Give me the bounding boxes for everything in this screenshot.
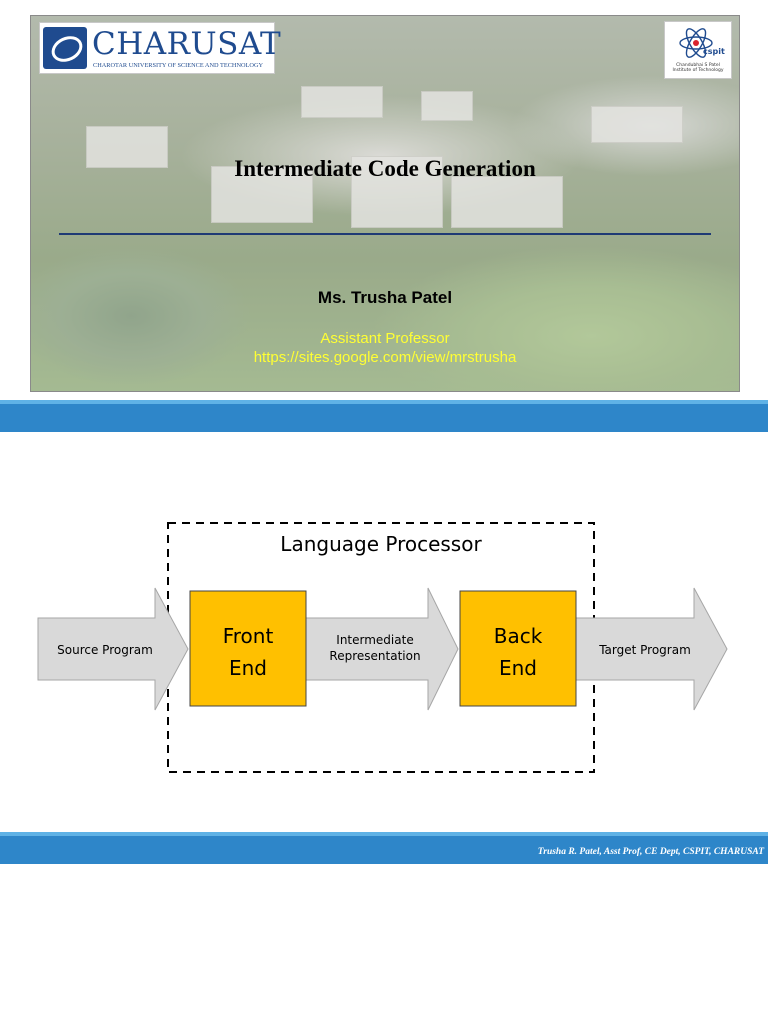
cspit-name: cspit bbox=[703, 47, 725, 56]
campus-building bbox=[86, 126, 168, 168]
campus-building bbox=[211, 166, 313, 223]
front-end-box bbox=[189, 590, 307, 707]
campus-building bbox=[351, 156, 443, 228]
intermediate-line-1: Intermediate bbox=[336, 633, 414, 647]
front-end-line-2: End bbox=[228, 656, 267, 680]
campus-building bbox=[421, 91, 473, 121]
front-end-label: Front End bbox=[190, 620, 306, 684]
back-end-line-1: Back bbox=[493, 624, 543, 648]
target-program-label: Target Program bbox=[599, 643, 691, 657]
source-program-arrow bbox=[37, 587, 189, 711]
photo-overlay bbox=[31, 16, 739, 391]
back-end-label: Back End bbox=[460, 620, 576, 684]
title-slide: CHARUSAT CHAROTAR UNIVERSITY OF SCIENCE … bbox=[30, 15, 740, 392]
back-end-line-2: End bbox=[498, 656, 537, 680]
intermediate-representation-label: Intermediate Representation bbox=[300, 632, 450, 664]
front-end-line-1: Front bbox=[222, 624, 274, 648]
slide-title: Intermediate Code Generation bbox=[234, 156, 536, 181]
slide-band-top bbox=[0, 400, 768, 432]
intermediate-line-2: Representation bbox=[329, 649, 421, 663]
source-program-label: Source Program bbox=[57, 643, 153, 657]
logo-subtitle: CHAROTAR UNIVERSITY OF SCIENCE AND TECHN… bbox=[93, 62, 264, 69]
slide-footer-band: Trusha R. Patel, Asst Prof, CE Dept, CSP… bbox=[0, 832, 768, 864]
charusat-emblem-icon bbox=[43, 27, 87, 69]
language-processor-label: Language Processor bbox=[280, 532, 482, 556]
target-program-arrow bbox=[575, 587, 728, 711]
charusat-logo: CHARUSAT CHAROTAR UNIVERSITY OF SCIENCE … bbox=[39, 22, 281, 74]
author-role: Assistant Professor bbox=[320, 330, 450, 347]
campus-building bbox=[591, 106, 683, 143]
intermediate-representation-arrow bbox=[305, 587, 459, 711]
campus-building bbox=[451, 176, 563, 228]
campus-building bbox=[301, 86, 383, 118]
cspit-institute: Chandubhai S Patel Institute of Technolo… bbox=[672, 63, 724, 73]
author-name: Ms. Trusha Patel bbox=[317, 288, 453, 307]
language-processor-diagram bbox=[37, 522, 728, 773]
footer-credit: Trusha R. Patel, Asst Prof, CE Dept, CSP… bbox=[537, 847, 764, 857]
cspit-logo: cspit Chandubhai S Patel Institute of Te… bbox=[664, 21, 732, 79]
author-url[interactable]: https://sites.google.com/view/mrstrusha bbox=[253, 349, 517, 366]
logo-brand: CHARUSAT bbox=[92, 26, 282, 62]
title-divider bbox=[59, 233, 711, 235]
atom-icon bbox=[679, 28, 713, 58]
back-end-box bbox=[459, 590, 577, 707]
